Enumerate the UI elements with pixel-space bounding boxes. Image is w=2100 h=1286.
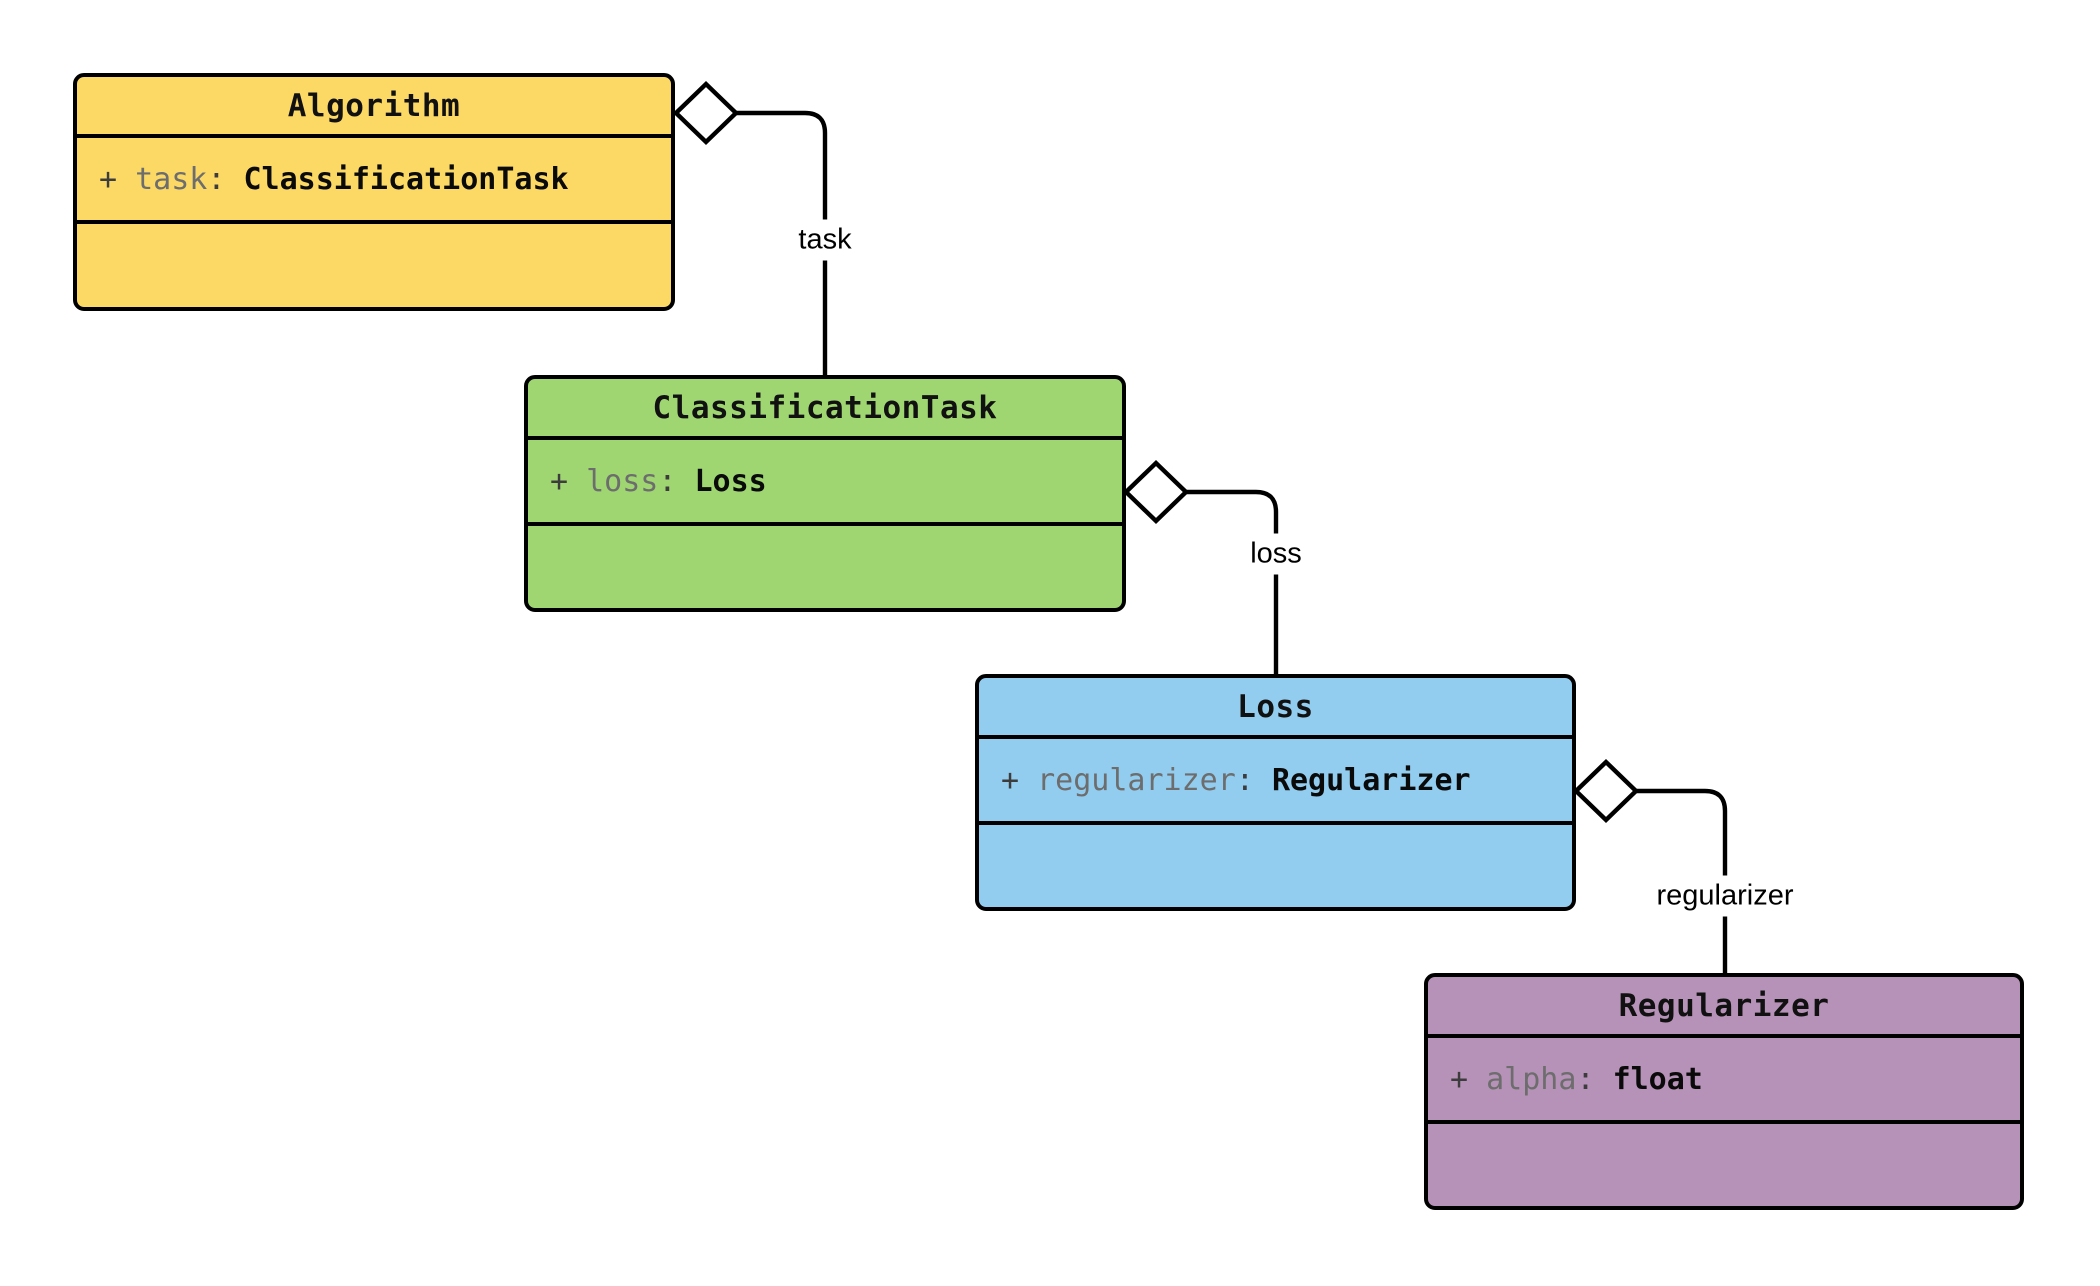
relation-line-classificationtask-loss-loss <box>1186 489 1279 674</box>
relation-line-algorithm-task-classificationtask <box>735 110 828 375</box>
aggregation-diamond-classificationtask-loss-loss <box>1122 459 1190 525</box>
attribute-visibility: + <box>550 463 569 499</box>
attribute-type: ClassificationTask <box>243 161 569 197</box>
uml-class-classificationtask[interactable]: ClassificationTask + loss: Loss <box>524 375 1126 612</box>
relation-line-loss-regularizer-regularizer <box>1636 788 1728 973</box>
attribute-row: + regularizer: Regularizer <box>1001 763 1471 798</box>
aggregation-diamond-loss-regularizer-regularizer <box>1572 758 1640 824</box>
methods-compartment-regularizer <box>1428 1124 2020 1206</box>
relation-label-task: task <box>791 219 859 261</box>
methods-compartment-algorithm <box>77 224 671 307</box>
uml-class-loss[interactable]: Loss + regularizer: Regularizer <box>975 674 1576 911</box>
class-name-loss: Loss <box>979 678 1572 739</box>
class-name-algorithm: Algorithm <box>77 77 671 138</box>
methods-compartment-classificationtask <box>528 526 1122 608</box>
methods-compartment-loss <box>979 825 1572 907</box>
relation-label-loss: loss <box>1243 533 1309 575</box>
attributes-compartment-loss: + regularizer: Regularizer <box>979 739 1572 825</box>
attribute-separator: : <box>1235 762 1254 798</box>
class-name-regularizer: Regularizer <box>1428 977 2020 1038</box>
attribute-separator: : <box>658 463 677 499</box>
relation-label-regularizer: regularizer <box>1649 875 1801 917</box>
aggregation-diamond-algorithm-task-classificationtask <box>672 80 740 146</box>
attribute-separator: : <box>207 161 226 197</box>
attribute-type: Regularizer <box>1271 762 1471 798</box>
attribute-visibility: + <box>1001 762 1020 798</box>
attribute-row: + task: ClassificationTask <box>99 162 569 197</box>
attribute-name: alpha <box>1486 1061 1577 1097</box>
attribute-type: float <box>1612 1061 1703 1097</box>
attributes-compartment-regularizer: + alpha: float <box>1428 1038 2020 1124</box>
attribute-row: + alpha: float <box>1450 1062 1703 1097</box>
uml-class-regularizer[interactable]: Regularizer + alpha: float <box>1424 973 2024 1210</box>
class-name-classificationtask: ClassificationTask <box>528 379 1122 440</box>
attribute-name: regularizer <box>1037 762 1236 798</box>
attribute-name: loss <box>586 463 659 499</box>
attributes-compartment-algorithm: + task: ClassificationTask <box>77 138 671 224</box>
attributes-compartment-classificationtask: + loss: Loss <box>528 440 1122 526</box>
attribute-type: Loss <box>694 463 767 499</box>
uml-class-algorithm[interactable]: Algorithm + task: ClassificationTask <box>73 73 675 311</box>
attribute-name: task <box>135 161 208 197</box>
attribute-visibility: + <box>1450 1061 1469 1097</box>
attribute-separator: : <box>1576 1061 1595 1097</box>
attribute-visibility: + <box>99 161 118 197</box>
attribute-row: + loss: Loss <box>550 464 767 499</box>
